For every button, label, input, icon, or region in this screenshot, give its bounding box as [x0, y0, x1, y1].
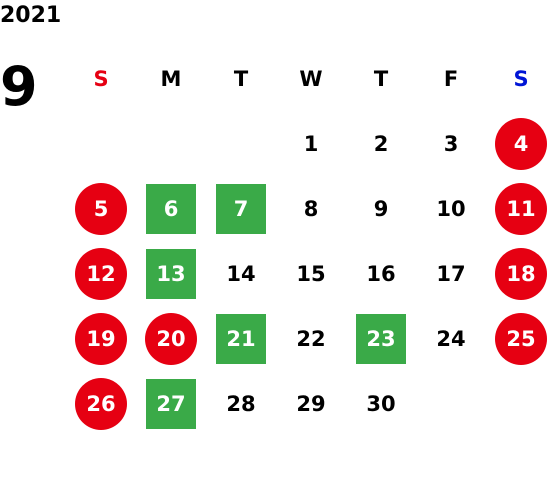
day-cell: [486, 371, 548, 436]
holiday-date[interactable]: 4: [495, 117, 547, 170]
day-cell[interactable]: 2: [346, 111, 416, 176]
day-cell[interactable]: 19: [66, 306, 136, 371]
calendar-year: 2021: [0, 3, 62, 28]
date-number[interactable]: 28: [226, 391, 256, 416]
holiday-date[interactable]: 11: [495, 182, 547, 235]
day-cell[interactable]: 13: [136, 241, 206, 306]
date-number[interactable]: 24: [436, 326, 466, 351]
date-number[interactable]: 9: [373, 196, 389, 221]
day-cell: [206, 111, 276, 176]
day-cell[interactable]: 22: [276, 306, 346, 371]
weekday-header-tuesday: T: [233, 66, 249, 91]
weekday-header-saturday: S: [513, 66, 529, 91]
day-cell[interactable]: 26: [66, 371, 136, 436]
date-number[interactable]: 16: [366, 261, 396, 286]
day-cell[interactable]: 21: [206, 306, 276, 371]
day-cell[interactable]: 7: [206, 176, 276, 241]
day-cell: [66, 111, 136, 176]
day-cell[interactable]: 5: [66, 176, 136, 241]
day-cell[interactable]: 14: [206, 241, 276, 306]
weekday-header-wednesday: W: [299, 66, 323, 91]
holiday-date[interactable]: 18: [495, 247, 547, 300]
date-number[interactable]: 15: [296, 261, 326, 286]
date-number[interactable]: 10: [436, 196, 466, 221]
day-cell[interactable]: 9: [346, 176, 416, 241]
date-number[interactable]: 2: [373, 131, 389, 156]
day-cell[interactable]: 4: [486, 111, 548, 176]
date-number[interactable]: 22: [296, 326, 326, 351]
holiday-date[interactable]: 26: [75, 377, 127, 430]
weekday-header-thursday: T: [373, 66, 389, 91]
weekday-header-monday: M: [160, 66, 182, 91]
date-number[interactable]: 29: [296, 391, 326, 416]
day-cell[interactable]: 3: [416, 111, 486, 176]
day-cell[interactable]: 29: [276, 371, 346, 436]
highlighted-date[interactable]: 6: [146, 183, 196, 234]
day-cell[interactable]: 18: [486, 241, 548, 306]
holiday-date[interactable]: 19: [75, 312, 127, 365]
highlighted-date[interactable]: 13: [146, 248, 196, 299]
date-number[interactable]: 3: [443, 131, 459, 156]
highlighted-date[interactable]: 21: [216, 313, 266, 364]
holiday-date[interactable]: 5: [75, 182, 127, 235]
day-cell[interactable]: 27: [136, 371, 206, 436]
day-cell[interactable]: 12: [66, 241, 136, 306]
date-number[interactable]: 1: [303, 131, 319, 156]
holiday-date[interactable]: 25: [495, 312, 547, 365]
day-cell[interactable]: 16: [346, 241, 416, 306]
day-cell: [416, 371, 486, 436]
highlighted-date[interactable]: 7: [216, 183, 266, 234]
weekday-header-friday: F: [443, 66, 459, 91]
day-cell[interactable]: 15: [276, 241, 346, 306]
day-cell[interactable]: 1: [276, 111, 346, 176]
holiday-date[interactable]: 20: [145, 312, 197, 365]
highlighted-date[interactable]: 27: [146, 378, 196, 429]
highlighted-date[interactable]: 23: [356, 313, 406, 364]
day-cell[interactable]: 30: [346, 371, 416, 436]
day-cell[interactable]: 25: [486, 306, 548, 371]
day-cell: [136, 111, 206, 176]
date-number[interactable]: 14: [226, 261, 256, 286]
day-cell[interactable]: 10: [416, 176, 486, 241]
day-cell[interactable]: 11: [486, 176, 548, 241]
day-cell[interactable]: 23: [346, 306, 416, 371]
day-cell[interactable]: 28: [206, 371, 276, 436]
day-cell[interactable]: 24: [416, 306, 486, 371]
date-number[interactable]: 8: [303, 196, 319, 221]
weekday-header-sunday: S: [93, 66, 109, 91]
calendar-month-number: 9: [0, 55, 38, 118]
day-cell[interactable]: 6: [136, 176, 206, 241]
day-cell[interactable]: 17: [416, 241, 486, 306]
day-cell[interactable]: 20: [136, 306, 206, 371]
holiday-date[interactable]: 12: [75, 247, 127, 300]
day-cell[interactable]: 8: [276, 176, 346, 241]
date-number[interactable]: 17: [436, 261, 466, 286]
date-number[interactable]: 30: [366, 391, 396, 416]
